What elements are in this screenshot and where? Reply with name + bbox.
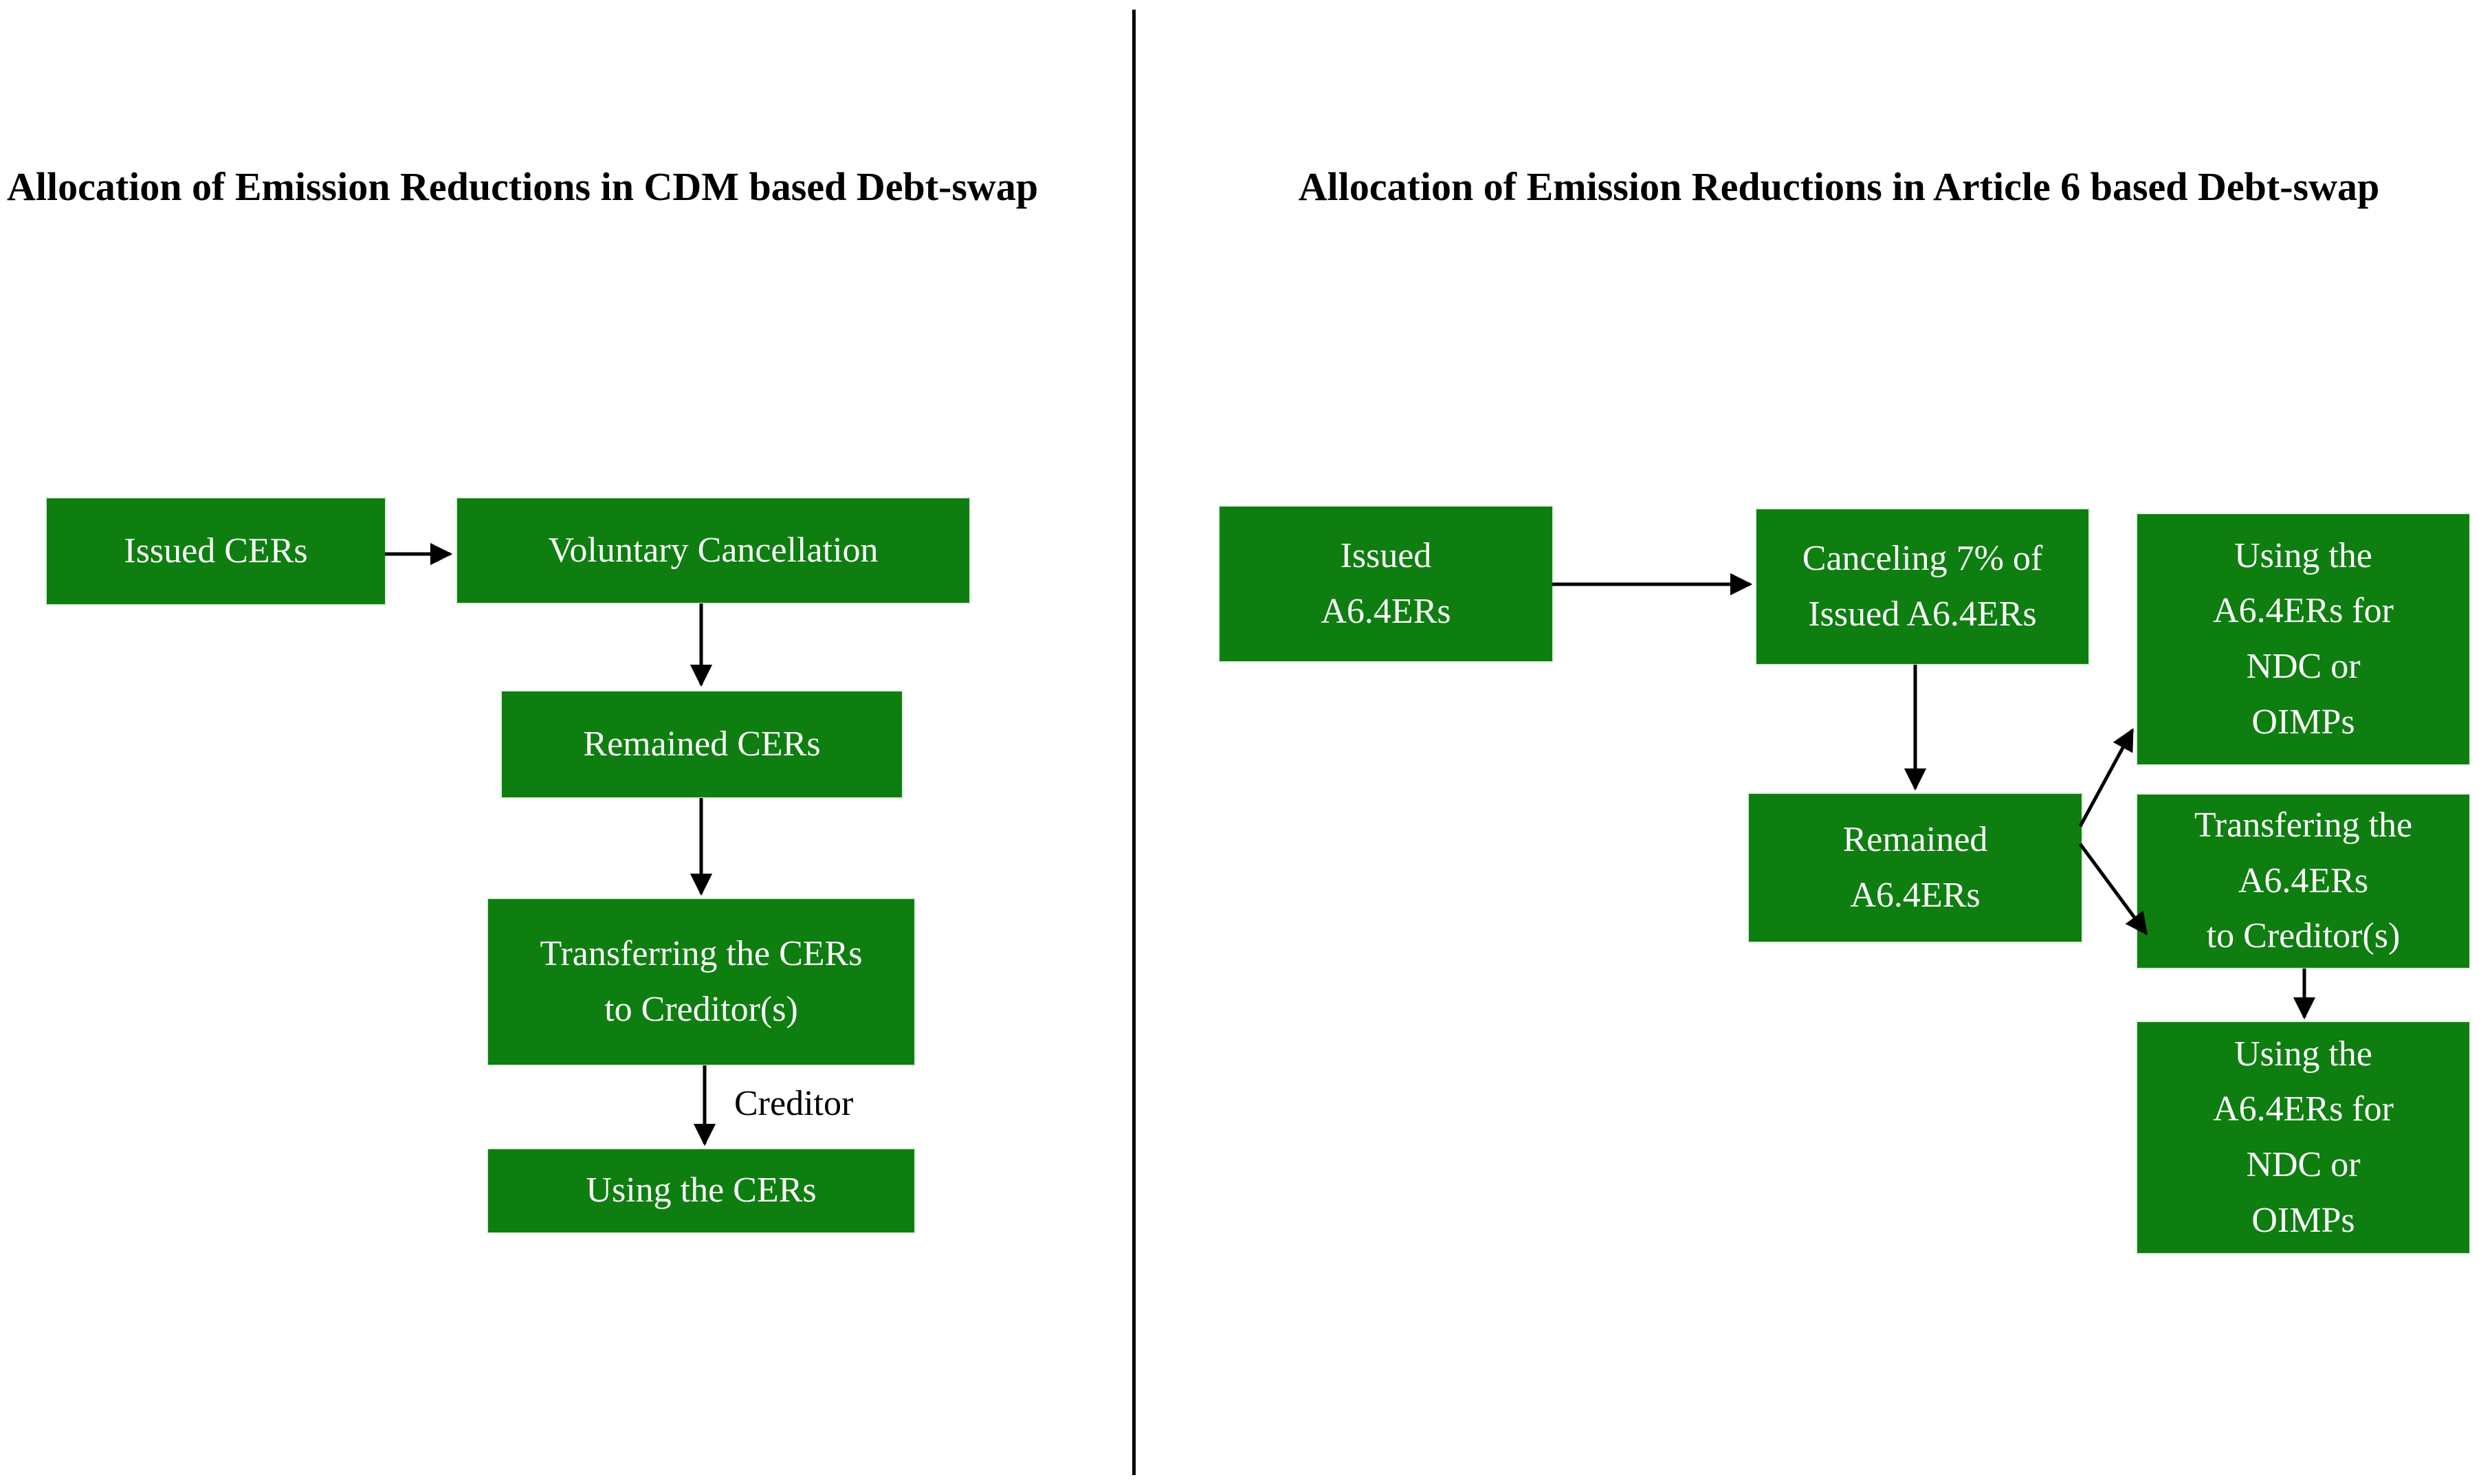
node-issued-a64ers: Issued A6.4ERs [1220,507,1552,661]
node-using-cers: Using the CERs [488,1149,914,1232]
node-remained-a64ers: Remained A6.4ERs [1749,794,2082,942]
node-issued-cers: Issued CERs [47,498,385,604]
arrow-remained-a64ers-to-using-a64ers-top [2078,728,2135,828]
node-using-a64ers-top: Using the A6.4ERs for NDC or OIMPs [2137,514,2469,764]
node-transfering-a64ers: Transfering the A6.4ERs to Creditor(s) [2137,795,2469,968]
edge-label-creditor: Creditor [734,1084,854,1123]
panel-divider [1132,10,1136,1475]
left-panel-title: Allocation of Emission Reductions in CDM… [7,164,1039,209]
node-canceling-7pct: Canceling 7% of Issued A6.4ERs [1756,509,2088,664]
node-remained-cers: Remained CERs [502,691,902,797]
node-using-a64ers-bottom: Using the A6.4ERs for NDC or OIMPs [2137,1022,2469,1253]
node-voluntary-cancellation: Voluntary Cancellation [457,498,969,603]
node-transferring-cers: Transferring the CERs to Creditor(s) [488,899,914,1065]
right-panel-title: Allocation of Emission Reductions in Art… [1298,164,2380,209]
arrow-remained-a64ers-to-transfering-a64ers [2078,843,2148,935]
